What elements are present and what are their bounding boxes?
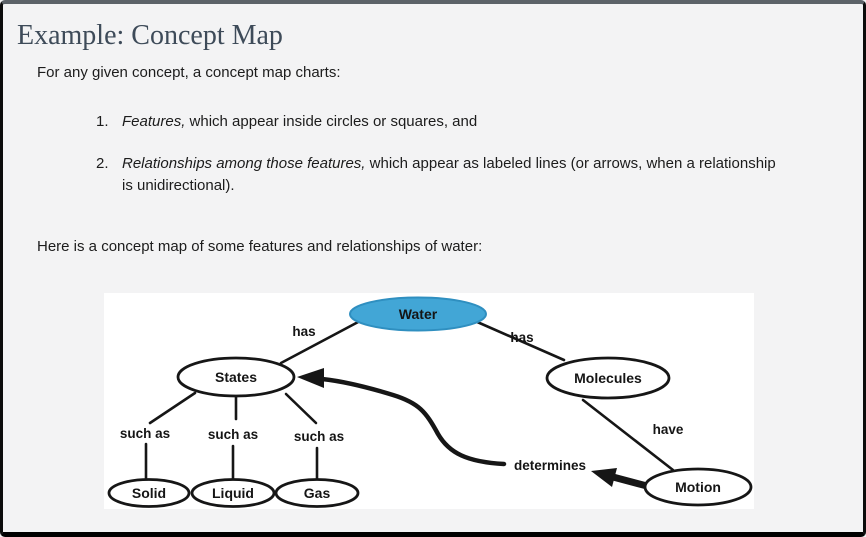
list-item-rest: which appear as labeled lines (or arrows… [122,155,776,194]
list-item: 2. Relationships among those features, w… [96,153,863,197]
diagram-caption: Here is a concept map of some features a… [37,238,483,255]
concept-definition-list: 1. Features, which appear inside circles… [96,111,863,197]
node-liquid [190,478,276,508]
list-item-emphasis: Relationships among those features, [122,155,366,172]
edge-labels: has has such as such as such as determin… [120,324,684,473]
edge-water-states [279,319,362,365]
node-gas [274,478,360,508]
arrowhead-determines-icon [591,468,617,487]
edge-label-such-as-1: such as [120,426,170,441]
node-liquid-label: Liquid [212,485,254,501]
edge-water-molecules [473,319,566,362]
edge-states-suchas1 [148,391,197,425]
page-title: Example: Concept Map [17,20,283,51]
list-item-text: Features, which appear inside circles or… [122,111,782,133]
edge-determines-states-curve [319,376,507,467]
list-item-text: Relationships among those features, whic… [122,153,782,197]
node-gas-label: Gas [304,485,331,501]
edge-label-have: have [653,422,684,437]
node-solid [107,478,191,508]
concept-map-figure: Water States Molecules Motion Solid Liqu… [104,293,754,509]
edge-molecules-motion [581,398,675,472]
node-motion-label: Motion [675,479,721,495]
intro-paragraph: For any given concept, a concept map cha… [37,64,341,81]
edge-states-suchas3 [284,392,318,425]
node-solid-label: Solid [132,485,166,501]
node-molecules-label: Molecules [574,370,642,386]
node-motion [643,467,753,507]
list-item-number: 1. [96,113,109,130]
list-item-rest: which appear inside circles or squares, … [185,113,478,130]
edge-motion-determines [609,473,651,490]
arrowhead-into-states-icon [297,368,324,388]
edge-label-has-left: has [292,324,315,339]
edge-label-such-as-3: such as [294,429,344,444]
node-states-label: States [215,369,257,385]
node-states [176,356,296,398]
list-item-emphasis: Features, [122,113,186,130]
list-item: 1. Features, which appear inside circles… [96,111,863,133]
node-molecules [545,356,671,400]
list-item-number: 2. [96,155,109,172]
edge-lines [144,319,675,482]
diagram-nodes: Water States Molecules Motion Solid Liqu… [107,296,753,508]
concept-map-svg: Water States Molecules Motion Solid Liqu… [107,296,753,508]
node-water-label: Water [399,306,438,322]
edge-label-determines: determines [514,458,586,473]
edge-label-such-as-2: such as [208,427,258,442]
edge-label-has-right: has [510,330,533,345]
node-water [349,296,487,332]
